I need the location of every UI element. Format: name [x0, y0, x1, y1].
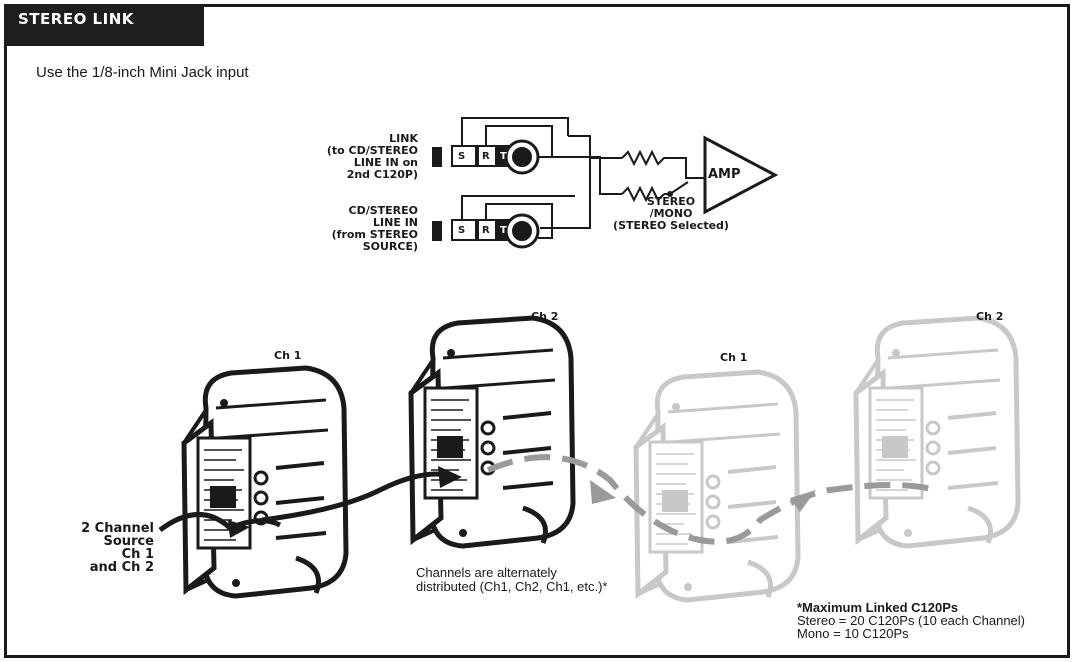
link-arrow-2	[590, 480, 616, 504]
speaker-label-ch1: Ch 1	[274, 349, 302, 362]
max-linked-mono: Mono = 10 C120Ps	[797, 626, 909, 641]
source-label-line1: Source	[103, 534, 154, 549]
link-arrow-1	[438, 466, 462, 488]
intro-text: Use the 1/8-inch Mini Jack input	[36, 64, 249, 81]
source-label-line2: Ch 1	[121, 547, 154, 562]
jack-s-upper: S	[458, 151, 466, 162]
input-label-title: CD/STEREO	[348, 204, 419, 217]
amp-label: AMP	[708, 167, 741, 182]
max-linked-note: *Maximum Linked C120Ps Stereo = 20 C120P…	[797, 601, 1025, 640]
link-label-line1: (to CD/STEREO	[326, 144, 418, 157]
jack-s-lower: S	[458, 225, 466, 236]
link-arrow-3	[790, 490, 816, 512]
input-label-line3: SOURCE)	[362, 240, 418, 253]
speaker-ch2-active	[411, 318, 573, 546]
diagram-frame	[4, 4, 1070, 658]
switch-label-line0: STEREO	[646, 195, 696, 208]
max-linked-title: *Maximum Linked C120Ps	[797, 600, 959, 615]
input-label: CD/STEREO LINE IN (from STEREO SOURCE)	[306, 205, 418, 253]
source-label-line0: 2 Channel	[81, 521, 154, 536]
switch-label-line1: /MONO	[649, 207, 693, 220]
distribution-note-line0: Channels are alternately	[416, 565, 557, 580]
speaker-ch2-linked	[856, 318, 1018, 546]
jack-r-upper: R	[482, 151, 490, 162]
link-cable-2	[486, 454, 936, 545]
input-label-line2: (from STEREO	[331, 228, 418, 241]
schematic	[432, 117, 779, 249]
distribution-note-line1: distributed (Ch1, Ch2, Ch1, etc.)*	[416, 579, 608, 594]
link-label-title: LINK	[389, 132, 418, 145]
speaker-label-ch1-linked: Ch 1	[720, 351, 748, 364]
jack-r-lower: R	[482, 225, 490, 236]
link-label-line3: 2nd C120P)	[346, 168, 418, 181]
source-arrow	[228, 520, 250, 538]
speaker-label-ch2: Ch 2	[531, 310, 559, 323]
switch-label: STEREO /MONO (STEREO Selected)	[596, 196, 746, 232]
max-linked-stereo: Stereo = 20 C120Ps (10 each Channel)	[797, 613, 1026, 628]
switch-label-line2: (STEREO Selected)	[613, 219, 729, 232]
link-label: LINK (to CD/STEREO LINE IN on 2nd C120P)	[306, 133, 418, 181]
page-title: STEREO LINK	[18, 10, 134, 28]
speaker-ch1-active	[184, 368, 346, 596]
link-label-line2: LINE IN on	[353, 156, 418, 169]
speaker-ch1-linked	[636, 372, 798, 600]
distribution-note: Channels are alternately distributed (Ch…	[416, 566, 607, 594]
speaker-label-ch2-linked: Ch 2	[976, 310, 1004, 323]
title-bar: STEREO LINK	[4, 4, 204, 46]
jack-t-upper: T	[500, 151, 507, 162]
jack-t-lower: T	[500, 225, 507, 236]
link-cable-1	[261, 471, 449, 523]
source-label: 2 Channel Source Ch 1 and Ch 2	[40, 522, 154, 574]
input-label-line1: LINE IN	[373, 216, 418, 229]
source-label-line3: and Ch 2	[89, 560, 154, 575]
